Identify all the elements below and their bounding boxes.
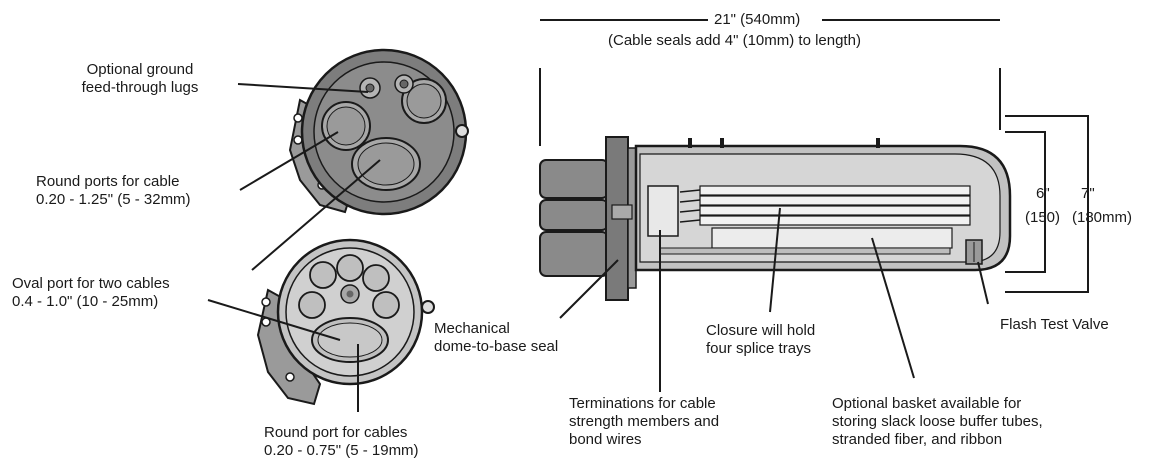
- callout-trays: Closure will hold four splice trays: [706, 322, 815, 358]
- dimension-height-outer-mm: (180mm): [1072, 209, 1133, 226]
- callout-line: Closure will hold: [706, 322, 816, 339]
- callout-line: bond wires: [569, 431, 642, 448]
- splice-tray-1: [699, 185, 971, 196]
- callout-valve: Flash Test Valve: [1000, 316, 1109, 334]
- callout-line: 0.4 - 1.0" (10 - 25mm): [12, 293, 159, 310]
- dimension-length: 21" (540mm): [714, 11, 801, 28]
- callout-round-port-small: Round port for cables 0.20 - 0.75" (5 - …: [264, 424, 419, 460]
- callout-line: Oval port for two cables: [12, 275, 170, 292]
- latch-knob-bottom: [421, 300, 435, 314]
- callout-line: strength members and: [569, 413, 720, 430]
- callout-line: storing slack loose buffer tubes,: [832, 413, 1043, 430]
- cable-seal-2: [539, 199, 609, 231]
- dimension-height-outer: 7": [1081, 185, 1095, 202]
- cable-seal-1: [539, 159, 609, 199]
- dimension-length-note: (Cable seals add 4" (10mm) to length): [608, 32, 861, 49]
- callout-line: stranded fiber, and ribbon: [832, 431, 1003, 448]
- splice-tray-3: [699, 205, 971, 216]
- end-view-top: [288, 48, 469, 216]
- cable-seal-3: [539, 231, 609, 277]
- callout-line: Round ports for cable: [36, 173, 180, 190]
- callout-terminations: Terminations for cable strength members …: [569, 395, 719, 449]
- dimension-height-inner-mm: (150): [1025, 209, 1061, 226]
- callout-line: feed-through lugs: [81, 79, 199, 96]
- dimension-height-inner: 6": [1036, 185, 1050, 202]
- callout-line: 0.20 - 0.75" (5 - 19mm): [264, 442, 419, 459]
- latch-knob-top: [455, 124, 469, 138]
- callout-basket: Optional basket available for storing sl…: [832, 395, 1043, 449]
- termination-block: [647, 185, 679, 237]
- callout-seal: Mechanical dome-to-base seal: [434, 320, 558, 356]
- splice-tray-4: [699, 215, 971, 226]
- callout-round-ports: Round ports for cable 0.20 - 1.25" (5 - …: [36, 173, 191, 209]
- callout-line: Mechanical: [434, 320, 510, 337]
- callout-line: 0.20 - 1.25" (5 - 32mm): [36, 191, 191, 208]
- splice-tray-2: [699, 195, 971, 206]
- callout-line: Flash Test Valve: [1000, 316, 1109, 333]
- callout-line: Terminations for cable: [569, 395, 716, 412]
- callout-line: Round port for cables: [264, 424, 408, 441]
- storage-basket: [711, 227, 953, 249]
- callout-line: dome-to-base seal: [434, 338, 559, 355]
- side-view: [539, 136, 1012, 301]
- end-view-bottom: [256, 238, 435, 406]
- callout-line: Optional ground: [86, 61, 194, 78]
- callout-line: four splice trays: [706, 340, 812, 357]
- callout-oval-port: Oval port for two cables 0.4 - 1.0" (10 …: [12, 275, 170, 311]
- callout-line: Optional basket available for: [832, 395, 1022, 412]
- callout-ground-lugs: Optional ground feed-through lugs: [56, 61, 224, 97]
- leader-lines: [207, 83, 989, 412]
- dimension-lines: [539, 19, 1089, 293]
